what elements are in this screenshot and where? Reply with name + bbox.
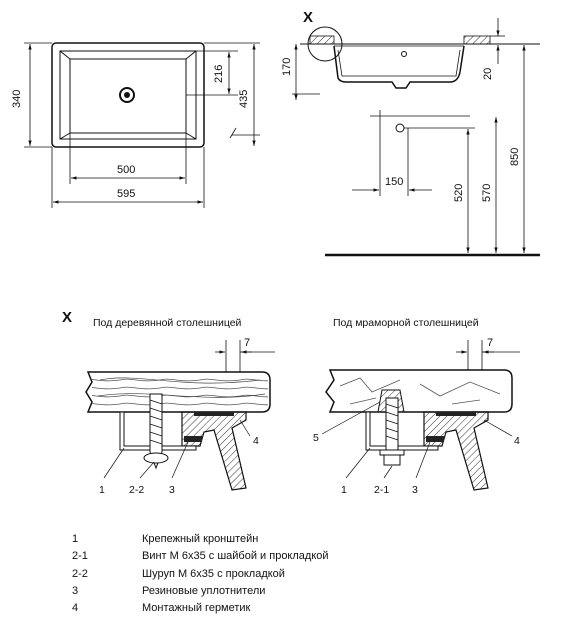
wood-callout-3: 3 xyxy=(169,484,175,496)
dim-850: 850 xyxy=(509,148,521,166)
countertop-right xyxy=(463,35,491,45)
legend-text: Крепежный кронштейн xyxy=(142,533,259,545)
dim-20: 20 xyxy=(482,68,494,80)
wood-callout-2-2: 2-2 xyxy=(129,484,144,496)
dim-500: 500 xyxy=(117,164,135,176)
marble-bracket xyxy=(365,411,439,451)
legend-row: 3 Резиновые уплотнители xyxy=(72,583,329,600)
legend-number: 1 xyxy=(72,533,79,545)
legend-text: Винт М 6х35 с шайбой и прокладкой xyxy=(142,550,329,563)
marble-callout-2-1: 2-1 xyxy=(374,484,389,496)
legend-text: Шуруп М 6х35 с прокладкой xyxy=(142,567,285,580)
legend-row: 1 Крепежный кронштейн xyxy=(72,531,329,548)
wood-gap-7: 7 xyxy=(244,337,250,349)
dim-340: 340 xyxy=(11,90,23,108)
detail-marker-x: X xyxy=(62,309,72,326)
marble-gap-7: 7 xyxy=(487,337,493,349)
legend-text: Резиновые уплотнители xyxy=(142,584,266,597)
top-view: 340 216 435 500 595 xyxy=(11,42,260,208)
countertop-left xyxy=(309,35,335,45)
wood-callout-1: 1 xyxy=(99,484,105,496)
wood-callout-4: 4 xyxy=(253,435,259,447)
legend-row: 4 Монтажный герметик xyxy=(72,600,329,617)
marble-callout-1: 1 xyxy=(341,484,347,496)
marble-basin-rim xyxy=(423,411,489,491)
wood-detail: 7 1 2-2 3 4 xyxy=(85,337,275,496)
marble-countertop xyxy=(325,369,513,413)
wood-basin-rim xyxy=(181,411,247,491)
legend-number: 2-1 xyxy=(72,550,88,563)
marble-callout-4: 4 xyxy=(514,435,520,447)
drain-hole xyxy=(119,87,135,103)
marble-sealant-3 xyxy=(426,436,444,442)
dim-570: 570 xyxy=(481,184,493,202)
detail-marker-x-top: X xyxy=(303,9,313,26)
marble-callout-5: 5 xyxy=(313,432,319,444)
legend-number: 4 xyxy=(72,602,79,615)
legend-text: Монтажный герметик xyxy=(142,602,251,615)
basin-profile xyxy=(333,45,465,89)
parts-legend: 1 Крепежный кронштейн 2-1 Винт М 6х35 с … xyxy=(72,531,329,617)
dim-520: 520 xyxy=(453,184,465,202)
wood-sealant-3 xyxy=(184,436,202,442)
legend-number: 2-2 xyxy=(72,567,88,580)
marble-detail: 7 5 1 2-1 3 4 xyxy=(313,337,520,496)
basin-bowl xyxy=(69,58,187,134)
wood-sealant-top xyxy=(194,412,234,416)
dim-170: 170 xyxy=(281,58,293,76)
detail-circle xyxy=(307,26,343,62)
marble-sealant-top xyxy=(436,412,476,416)
dim-150: 150 xyxy=(385,176,403,188)
wood-title: Под деревянной столешницей xyxy=(93,317,242,329)
legend-row: 2-2 Шуруп М 6х35 с прокладкой xyxy=(72,566,329,583)
side-view: X 170 20 150 520 570 xyxy=(281,9,540,257)
marble-callout-3: 3 xyxy=(412,484,418,496)
legend-number: 3 xyxy=(72,584,79,597)
legend-row: 2-1 Винт М 6х35 с шайбой и прокладкой xyxy=(72,548,329,565)
marble-title: Под мраморной столешницей xyxy=(333,317,479,329)
dim-595: 595 xyxy=(117,188,135,200)
dim-216: 216 xyxy=(213,65,225,83)
dim-435: 435 xyxy=(238,90,250,108)
wood-bracket xyxy=(119,411,197,451)
